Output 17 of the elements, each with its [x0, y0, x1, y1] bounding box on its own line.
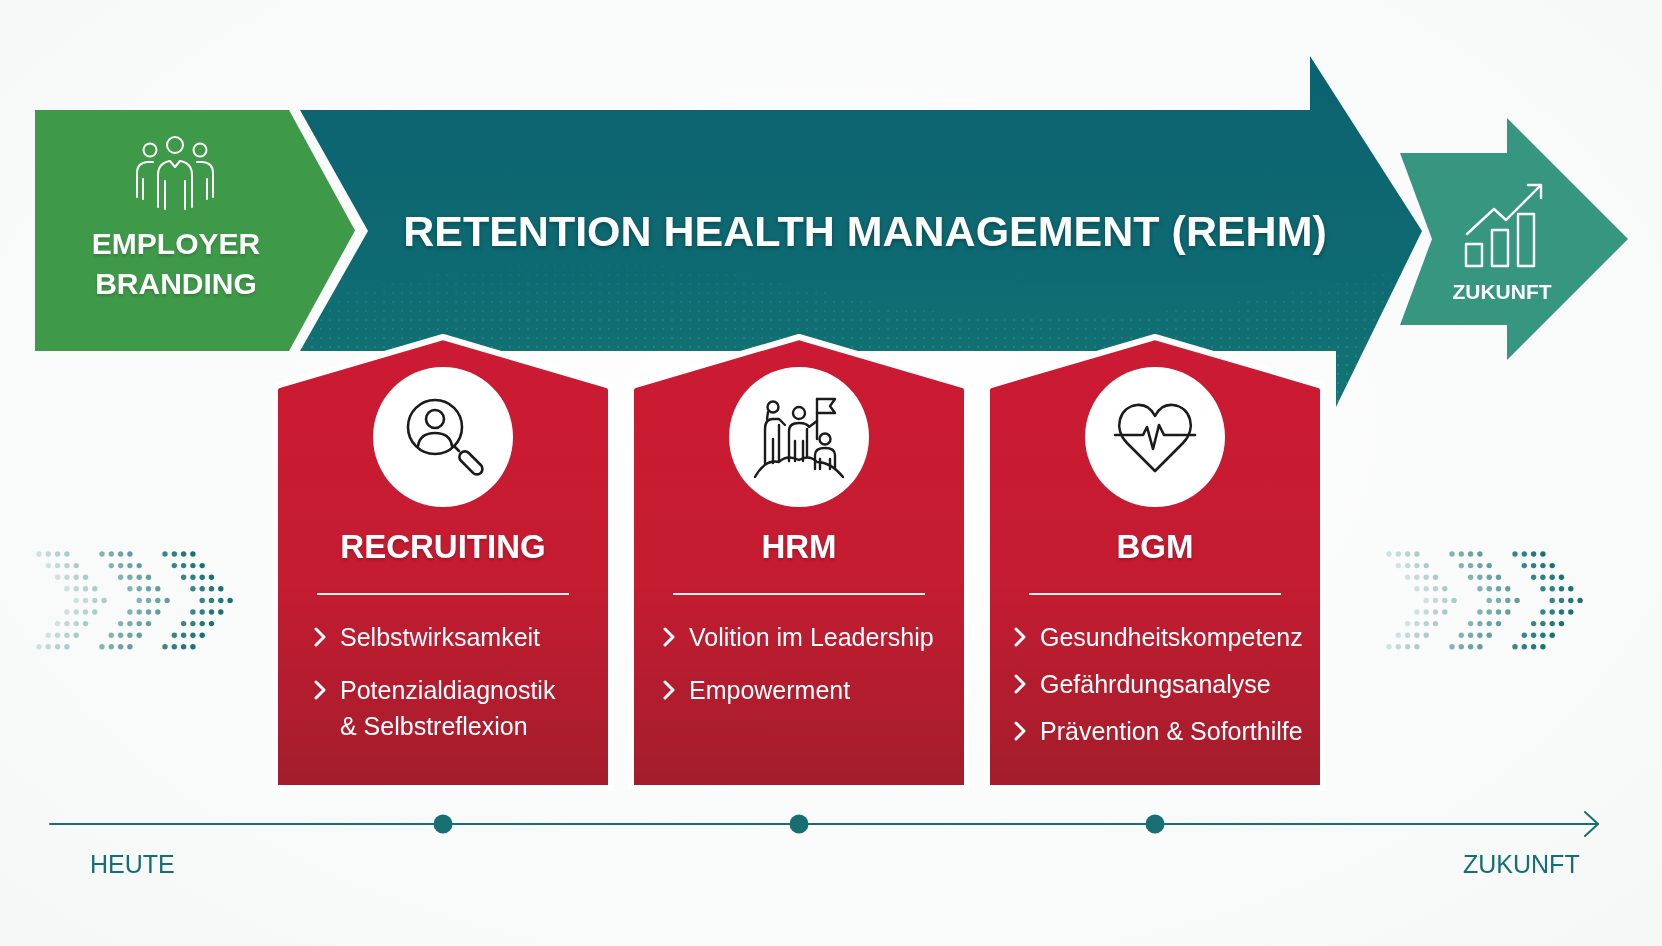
bullet-text: Selbstwirksamkeit: [340, 622, 541, 653]
bullet-text: Gesundheitskompetenz: [1040, 622, 1303, 653]
card-title: BGM: [1116, 527, 1194, 567]
card-title: RECRUITING: [340, 527, 546, 567]
bullet-text: Volition im Leadership: [689, 622, 934, 653]
bullet-text: Gefährdungsanalyse: [1040, 669, 1271, 700]
bullet-text: Potenzialdiagnostik & Selbstreflexion: [340, 675, 557, 742]
bullet-text: Empowerment: [689, 675, 851, 706]
arrow-label: ZUKUNFT: [1452, 280, 1552, 304]
timeline-label: HEUTE: [90, 850, 175, 878]
arrow-shape: [1400, 118, 1628, 360]
bullet-text: Prävention & Soforthilfe: [1040, 716, 1303, 747]
banner-title: EMPLOYER BRANDING: [91, 226, 261, 302]
banner-title: RETENTION HEALTH MANAGEMENT (REHM): [403, 206, 1327, 257]
timeline-label: ZUKUNFT: [1463, 850, 1580, 878]
pentagon-banner: [35, 110, 355, 351]
card-title: HRM: [761, 527, 837, 567]
